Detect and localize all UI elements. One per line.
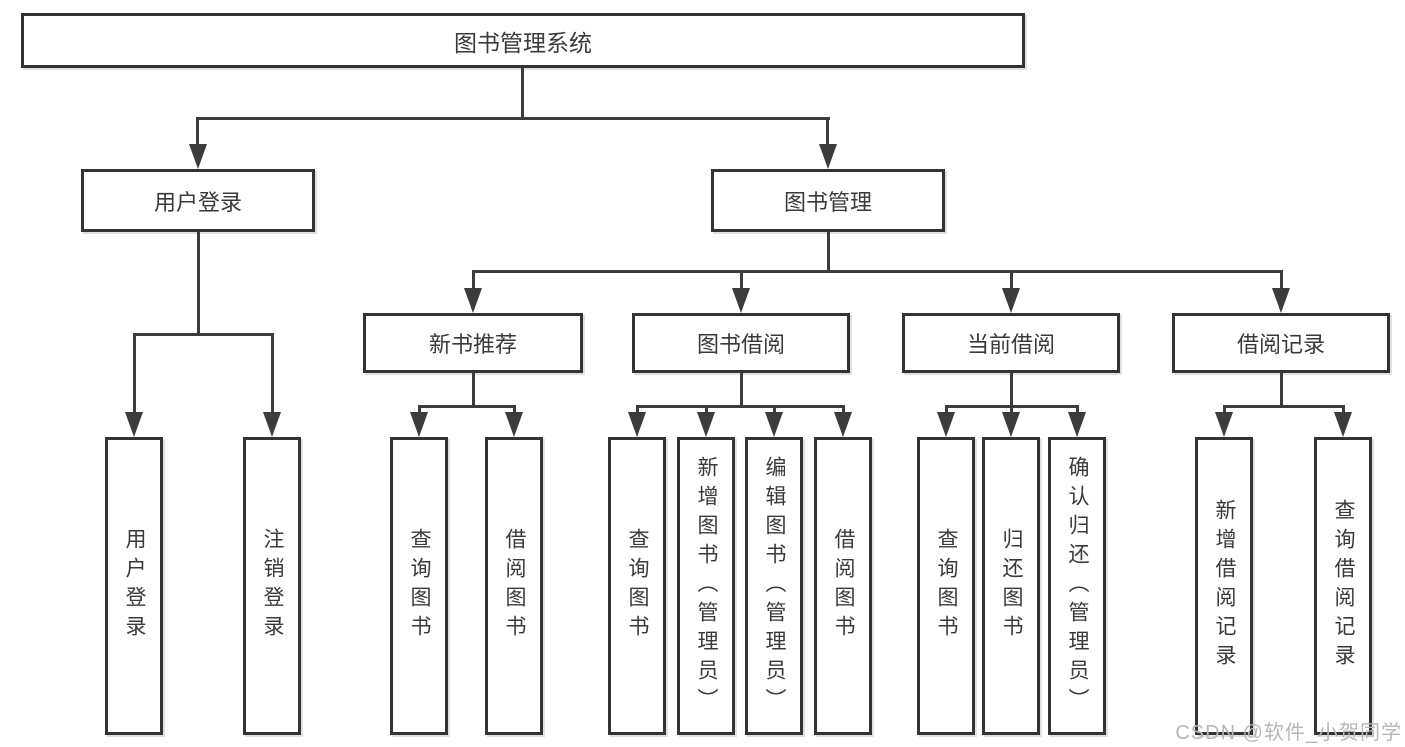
connector-line: [826, 117, 829, 147]
connector-line: [773, 405, 776, 415]
connector-line: [636, 405, 639, 415]
node-label: 归还图书: [1000, 528, 1023, 644]
node-label: 新增借阅记录: [1213, 499, 1236, 673]
connector-line: [472, 270, 475, 290]
arrow-down-icon: [834, 412, 852, 437]
connector-line: [513, 405, 516, 415]
node-edit-books-admin: 编辑图书（管理员）: [745, 437, 803, 735]
node-query-books: 查询图书: [390, 437, 448, 735]
node-label: 图书管理: [783, 189, 872, 215]
node-label: 用户登录: [123, 528, 146, 644]
node-label: 确认归还（管理员）: [1066, 455, 1089, 717]
node-label: 借阅图书: [503, 528, 526, 644]
node-label: 当前借阅: [966, 332, 1055, 357]
arrow-down-icon: [1215, 412, 1233, 437]
connector-line: [196, 117, 830, 120]
connector-line: [1223, 405, 1226, 415]
arrow-down-icon: [263, 412, 281, 437]
arrow-down-icon: [125, 412, 143, 437]
connector-line: [271, 333, 274, 413]
connector-line: [133, 333, 274, 336]
node-label: 查询图书: [935, 528, 958, 644]
connector-line: [418, 405, 421, 415]
arrow-down-icon: [1002, 288, 1020, 313]
node-label: 用户登录: [153, 189, 242, 215]
arrow-down-icon: [628, 412, 646, 437]
arrow-down-icon: [937, 412, 955, 437]
connector-line: [521, 68, 524, 118]
arrow-down-icon: [505, 412, 523, 437]
node-borrow-books: 借阅图书: [814, 437, 872, 735]
arrow-down-icon: [464, 288, 482, 313]
connector-line: [1342, 405, 1345, 415]
arrow-down-icon: [1068, 412, 1086, 437]
node-logout: 注销登录: [243, 437, 301, 735]
connector-line: [196, 117, 199, 147]
node-label: 新书推荐: [428, 332, 517, 357]
node-library-management-system: 图书管理系统: [21, 13, 1025, 68]
node-query-books: 查询图书: [608, 437, 666, 735]
connector-line: [1010, 373, 1013, 408]
arrow-down-icon: [819, 144, 837, 169]
node-add-books-admin: 新增图书（管理员）: [677, 437, 735, 735]
connector-line: [842, 405, 845, 415]
connector-line: [740, 270, 743, 290]
node-query-books: 查询图书: [917, 437, 975, 735]
connector-line: [133, 333, 136, 413]
node-label: 图书管理系统: [454, 29, 592, 56]
node-label: 查询借阅记录: [1332, 499, 1355, 673]
connector-line: [636, 405, 844, 408]
node-borrow-books: 借阅图书: [485, 437, 543, 735]
node-confirm-return-admin: 确认归还（管理员）: [1048, 437, 1106, 735]
node-label: 注销登录: [261, 528, 284, 644]
node-user-login-module: 用户登录: [81, 169, 315, 232]
connector-line: [197, 232, 200, 336]
connector-line: [1010, 405, 1013, 415]
connector-line: [472, 270, 1282, 273]
connector-line: [1076, 405, 1079, 415]
connector-line: [945, 405, 948, 415]
connector-line: [1010, 270, 1013, 290]
connector-line: [1280, 373, 1283, 408]
node-user-login: 用户登录: [105, 437, 163, 735]
node-query-borrow-record: 查询借阅记录: [1314, 437, 1372, 735]
arrow-down-icon: [697, 412, 715, 437]
node-current-borrowing: 当前借阅: [902, 313, 1120, 373]
node-label: 借阅记录: [1236, 332, 1325, 357]
connector-line: [472, 373, 475, 408]
arrow-down-icon: [1002, 412, 1020, 437]
arrow-down-icon: [410, 412, 428, 437]
arrow-down-icon: [189, 144, 207, 169]
node-new-book-recommendation: 新书推荐: [363, 313, 583, 373]
node-label: 新增图书（管理员）: [695, 455, 718, 717]
node-label: 查询图书: [408, 528, 431, 644]
node-label: 编辑图书（管理员）: [763, 455, 786, 717]
arrow-down-icon: [732, 288, 750, 313]
connector-line: [418, 405, 516, 408]
connector-line: [705, 405, 708, 415]
connector-line: [1280, 270, 1283, 290]
node-label: 借阅图书: [832, 528, 855, 644]
csdn-watermark: CSDN @软件_小贺同学: [1175, 722, 1402, 744]
node-book-management-module: 图书管理: [711, 169, 945, 232]
connector-line: [827, 232, 830, 273]
connector-line: [1223, 405, 1344, 408]
node-add-borrow-record: 新增借阅记录: [1195, 437, 1253, 735]
node-borrowing-records: 借阅记录: [1172, 313, 1390, 373]
connector-line: [740, 373, 743, 408]
node-return-books: 归还图书: [982, 437, 1040, 735]
node-label: 查询图书: [626, 528, 649, 644]
arrow-down-icon: [1334, 412, 1352, 437]
arrow-down-icon: [765, 412, 783, 437]
arrow-down-icon: [1272, 288, 1290, 313]
node-label: 图书借阅: [696, 332, 785, 357]
node-book-borrowing: 图书借阅: [632, 313, 850, 373]
